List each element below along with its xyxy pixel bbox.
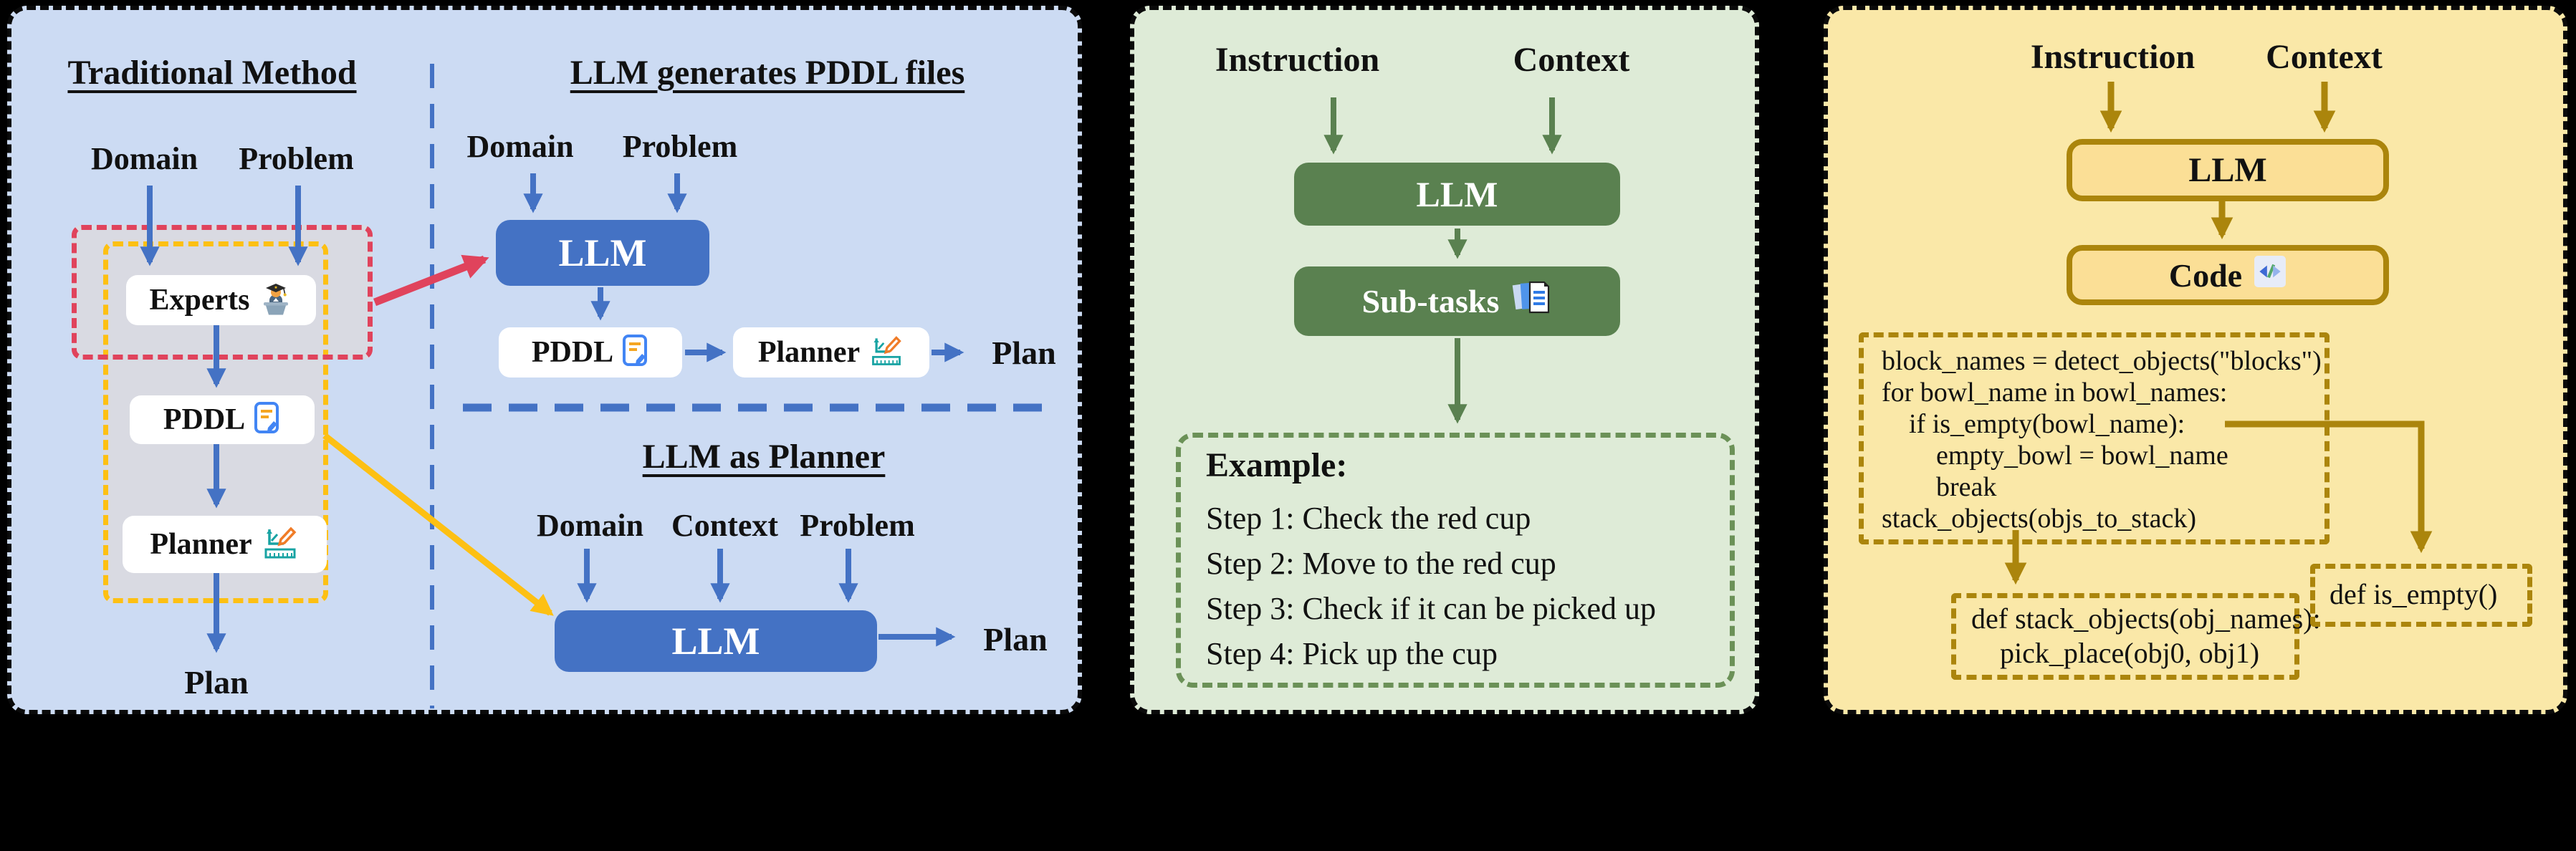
code-line-5: break [1882,472,1997,502]
llm-box-yellow: LLM [2067,139,2389,201]
document-icon [622,334,649,371]
planner-label-2: Planner [757,336,861,369]
arrow-experts-to-llm-red [373,254,489,307]
experts-box: Experts [126,275,316,325]
pddl-box-1: PDDL [130,395,315,444]
is-empty-fn-line: def is_empty() [2330,578,2498,610]
label-domain-1: Domain [90,141,198,176]
stack-objects-fn-line-2: pick_place(obj0, obj1) [1971,637,2260,669]
title-llm-as-planner: LLM as Planner [642,438,886,476]
pddl-label-2: PDDL [531,336,614,369]
code-box: Code [2067,245,2389,305]
label-problem-2: Problem [622,129,738,164]
label-context-3: Context [671,508,779,543]
stack-objects-fn-line-1: def stack_objects(obj_names): [1971,602,2321,635]
example-step-3: Step 3: Check if it can be picked up [1206,591,1657,626]
llm-box-pddl-section: LLM [496,220,709,286]
label-domain-2: Domain [466,129,574,164]
code-label: Code [2168,256,2243,294]
pddl-box-2: PDDL [499,327,682,378]
plan-label-2: Plan [992,335,1056,371]
is-empty-fn-box [2310,564,2532,627]
ruler-pencil-chart-icon [868,333,904,372]
subtasks-label: Sub-tasks [1361,283,1500,319]
label-context-green: Context [1513,41,1630,79]
example-heading: Example: [1206,446,1348,484]
planner-label-1: Planner [150,528,252,561]
panel-llm-subtasks: Instruction Context LLM Sub-tasks Exampl… [1130,6,1759,714]
stack-objects-fn-box [1951,593,2299,680]
code-line-1: block_names = detect_objects("blocks") [1882,346,2322,376]
code-line-4: empty_bowl = bowl_name [1882,441,2228,471]
example-step-1: Step 1: Check the red cup [1206,501,1531,536]
document-icon [254,401,281,438]
example-box [1176,433,1735,688]
code-brackets-icon [2254,255,2287,296]
plan-label-1: Plan [184,664,249,701]
stacked-documents-icon [1510,278,1552,324]
planner-box-2: Planner [733,327,929,378]
panel-llm-code: Instruction Context LLM Code block_names… [1824,6,2567,714]
llm-box-planner-section: LLM [555,610,877,672]
title-llm-generates-pddl: LLM generates PDDL files [570,54,965,92]
code-line-3: if is_empty(bowl_name): [1882,409,2185,439]
code-line-6: stack_objects(objs_to_stack) [1882,504,2197,534]
experts-label: Experts [149,284,250,317]
subtasks-box: Sub-tasks [1294,266,1620,336]
main-code-box [1859,332,2330,544]
label-context-yellow: Context [2266,38,2383,76]
panel-traditional-vs-llm: Traditional Method Domain Problem Expert… [7,6,1082,714]
ruler-pencil-chart-icon [261,524,300,566]
label-problem-1: Problem [239,141,354,176]
pddl-label-1: PDDL [163,403,246,436]
label-domain-3: Domain [536,508,644,543]
planner-box-1: Planner [123,516,327,573]
label-instruction-yellow: Instruction [2030,38,2196,76]
plan-label-3: Plan [983,621,1048,658]
label-instruction-green: Instruction [1215,41,1380,79]
llm-box-green: LLM [1294,163,1620,226]
label-problem-3: Problem [800,508,915,543]
example-step-4: Step 4: Pick up the cup [1206,636,1498,671]
example-step-2: Step 2: Move to the red cup [1206,546,1556,581]
graduate-at-podium-icon [259,282,293,319]
arrow-pddl-to-llm2-yellow [322,433,554,616]
code-line-2: for bowl_name in bowl_names: [1882,378,2228,408]
red-dashed-group [72,225,373,360]
title-traditional-method: Traditional Method [67,54,357,92]
